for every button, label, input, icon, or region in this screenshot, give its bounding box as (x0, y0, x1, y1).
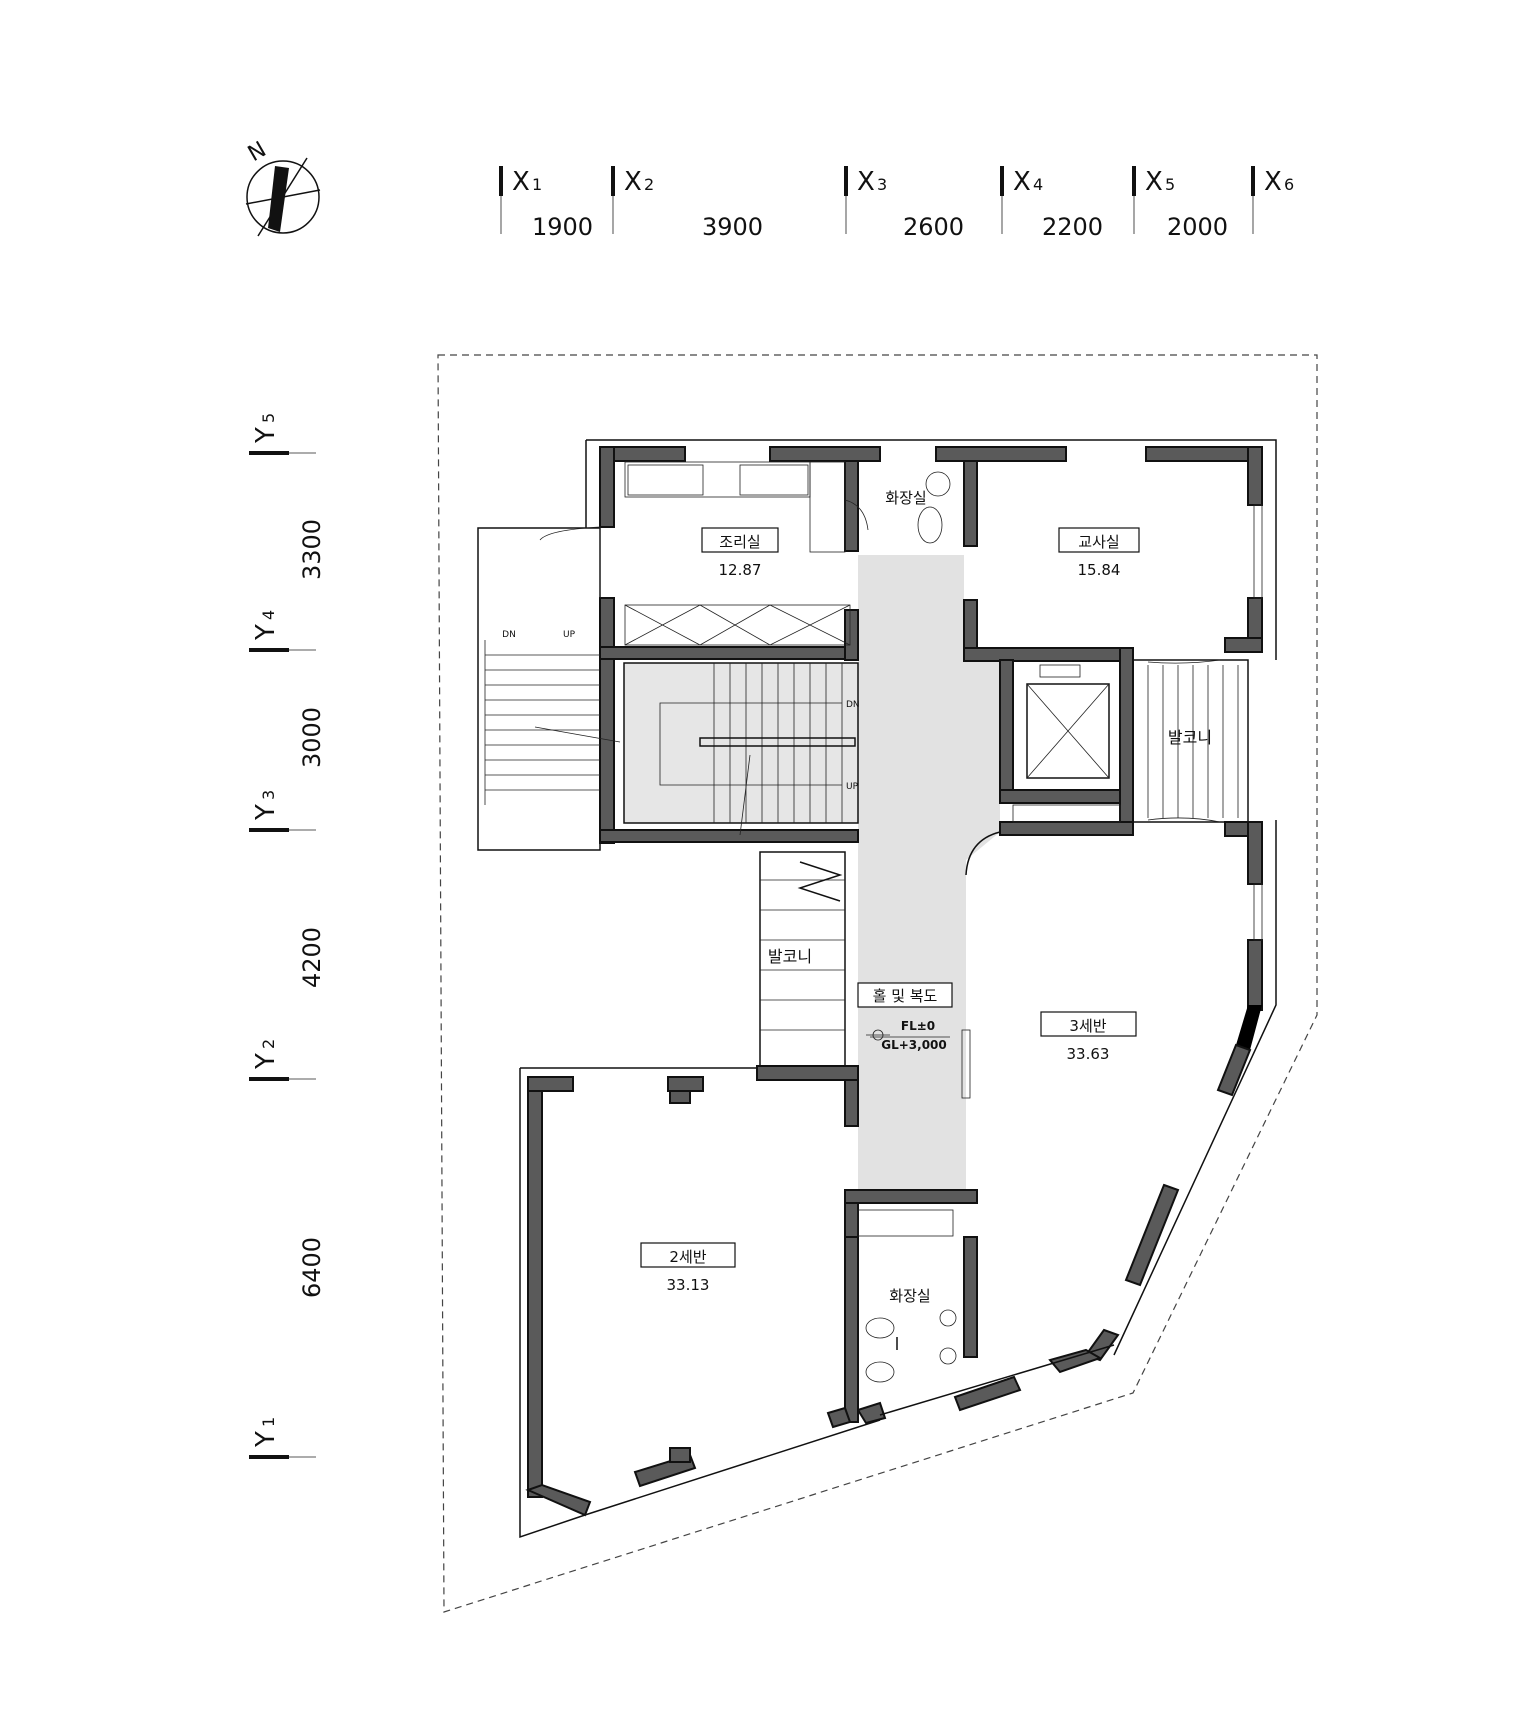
grid-x3-label: X (857, 167, 875, 197)
x-dim-3: 2600 (903, 213, 964, 241)
teachers-name: 교사실 (1078, 533, 1119, 551)
main-stair-up: UP (846, 782, 859, 792)
north-label: N (244, 137, 271, 167)
grid-y2-sub: 2 (259, 1039, 278, 1049)
toilet-bottom-name: 화장실 (889, 1287, 930, 1305)
grid-x1-label: X (512, 167, 530, 197)
grid-x2-sub: 2 (644, 175, 654, 194)
grid-y3: Y 3 (249, 790, 316, 832)
level-mark: FL±0 GL+3,000 (866, 1019, 950, 1052)
class2-name: 2세반 (669, 1248, 706, 1266)
teachers-area: 15.84 (1078, 561, 1121, 579)
grid-y5-label: Y (251, 427, 281, 444)
walls (525, 446, 1263, 1517)
y-grid: Y 5 Y 4 Y 3 Y 2 Y 1 3300 3000 4200 6400 (249, 413, 326, 1459)
hall-name: 홀 및 복도 (873, 987, 938, 1005)
x-grid: X 1 X 2 X 3 X 4 X 5 X 6 1900 3900 (499, 166, 1294, 241)
room-class3: 3세반 33.63 (1040, 1011, 1137, 1063)
site-boundary (437, 354, 1318, 1613)
kitchen-name: 조리실 (719, 533, 760, 551)
main-stair-dn: DN (846, 700, 860, 710)
y-dim-4: 6400 (298, 1237, 326, 1298)
grid-x4-label: X (1013, 167, 1031, 197)
x-dim-4: 2200 (1042, 213, 1103, 241)
grid-x3: X 3 (844, 166, 887, 234)
kitchen-area: 12.87 (719, 561, 762, 579)
class2-area: 33.13 (667, 1276, 710, 1294)
balcony-east-name: 발코니 (1168, 728, 1212, 747)
level-fl: FL±0 (901, 1019, 935, 1033)
y-dim-1: 3300 (298, 519, 326, 580)
grid-x1: X 1 (499, 166, 542, 234)
outline (477, 439, 1277, 1539)
grid-y4-sub: 4 (259, 610, 278, 620)
north-arrow: N (244, 137, 321, 237)
grid-y1-label: Y (251, 1431, 281, 1448)
grid-y2: Y 2 (249, 1039, 316, 1081)
x-dim-2: 3900 (702, 213, 763, 241)
grid-x1-sub: 1 (532, 175, 542, 194)
grid-y1: Y 1 (249, 1417, 316, 1459)
room-kitchen: 조리실 12.87 (701, 527, 779, 579)
main-stair-area (624, 663, 858, 823)
grid-x4: X 4 (1000, 166, 1043, 234)
grid-x5: X 5 (1132, 166, 1175, 234)
grid-x5-label: X (1145, 167, 1163, 197)
room-hall: 홀 및 복도 (857, 982, 953, 1008)
class3-area: 33.63 (1067, 1045, 1110, 1063)
grid-y5-sub: 5 (259, 413, 278, 423)
grid-x5-sub: 5 (1165, 175, 1175, 194)
room-class2: 2세반 33.13 (640, 1242, 736, 1294)
hall-area (858, 555, 1000, 1196)
grid-x6-label: X (1264, 167, 1282, 197)
x-dim-1: 1900 (532, 213, 593, 241)
grid-x2-label: X (624, 167, 642, 197)
balcony-west-name: 발코니 (768, 947, 812, 966)
grid-x6-sub: 6 (1284, 175, 1294, 194)
grid-x3-sub: 3 (877, 175, 887, 194)
grid-x2: X 2 (611, 166, 654, 234)
grid-y1-sub: 1 (259, 1417, 278, 1427)
level-gl: GL+3,000 (881, 1038, 947, 1052)
grid-y4-label: Y (251, 624, 281, 641)
side-stair-dn: DN (502, 630, 516, 640)
y-dim-2: 3000 (298, 707, 326, 768)
class3-name: 3세반 (1069, 1017, 1106, 1035)
grid-x6: X 6 (1251, 166, 1294, 234)
grid-y3-sub: 3 (259, 790, 278, 800)
grid-y2-label: Y (251, 1053, 281, 1070)
side-stair-up: UP (563, 630, 576, 640)
room-teachers: 교사실 15.84 (1058, 527, 1140, 579)
y-dim-3: 4200 (298, 927, 326, 988)
grid-x4-sub: 4 (1033, 175, 1043, 194)
grid-y5: Y 5 (249, 413, 316, 455)
toilet-top-name: 화장실 (885, 489, 926, 507)
grid-y4: Y 4 (249, 610, 316, 652)
grid-y3-label: Y (251, 804, 281, 821)
x-dim-5: 2000 (1167, 213, 1228, 241)
